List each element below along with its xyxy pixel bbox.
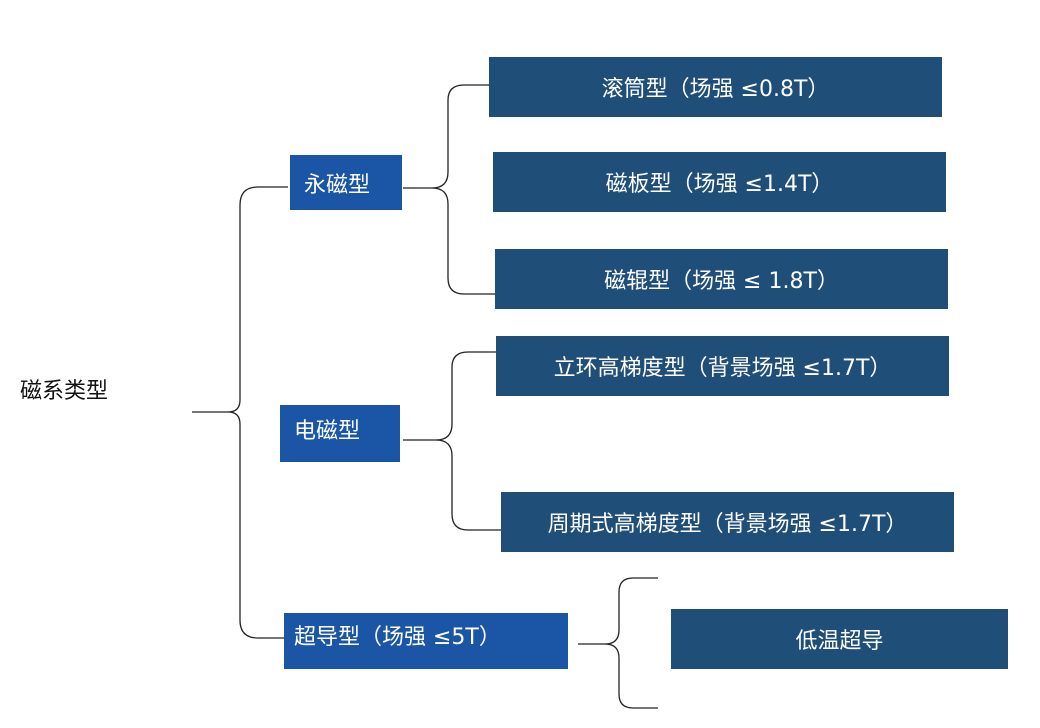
superconducting-bracket — [578, 577, 658, 709]
node-electro: 电磁型 — [280, 405, 400, 462]
node-low-temp-superconducting: 低温超导 — [671, 609, 1008, 669]
electro-bracket — [403, 351, 501, 531]
node-superconducting: 超导型（场强 ≤5T） — [284, 613, 568, 669]
node-roller-type: 磁辊型（场强 ≤ 1.8T） — [495, 249, 948, 309]
node-permanent: 永磁型 — [290, 155, 402, 210]
node-cyclic-hgms: 周期式高梯度型（背景场强 ≤1.7T） — [501, 492, 954, 552]
node-vertical-ring-hgms: 立环高梯度型（背景场强 ≤1.7T） — [496, 336, 949, 396]
node-plate-type: 磁板型（场强 ≤1.4T） — [493, 152, 946, 212]
node-drum-type: 滚筒型（场强 ≤0.8T） — [489, 57, 942, 117]
root-bracket — [192, 186, 288, 639]
root-label: 磁系类型 — [20, 379, 109, 404]
permanent-bracket — [403, 84, 495, 295]
